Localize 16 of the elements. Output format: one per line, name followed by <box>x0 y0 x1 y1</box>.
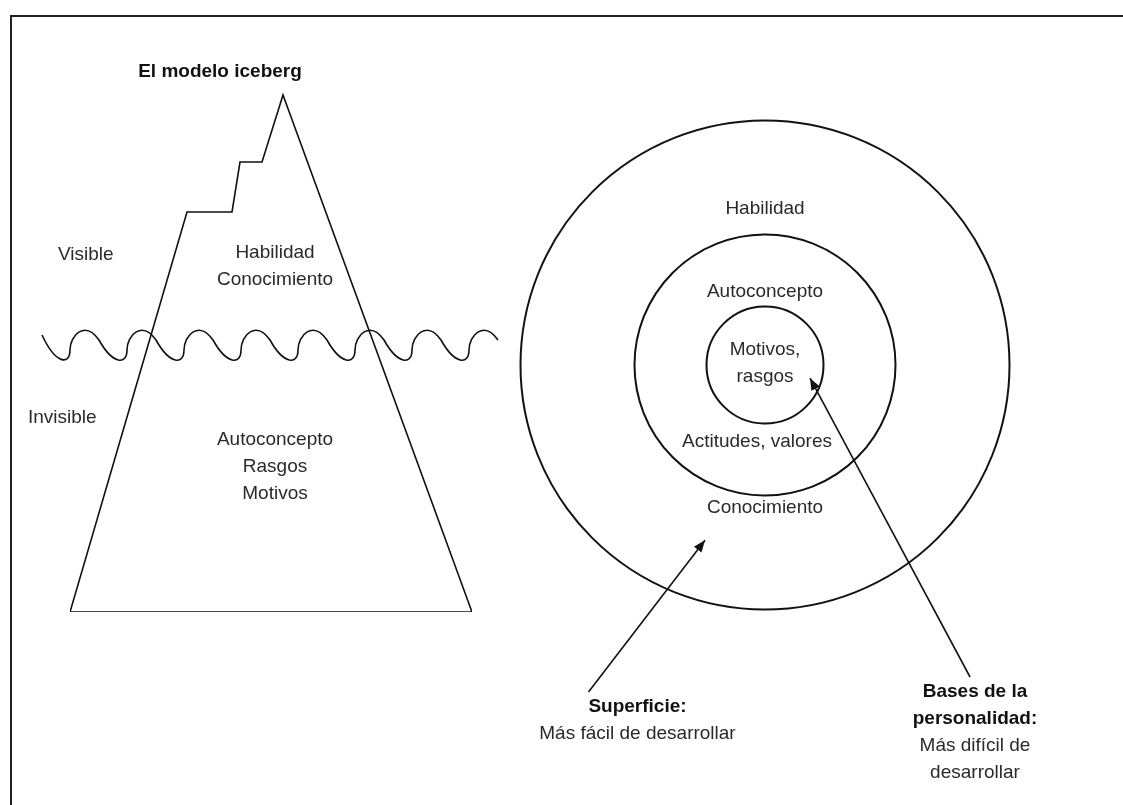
callout-heading: Bases de la personalidad: <box>911 679 1039 730</box>
iceberg-heading: El modelo iceberg <box>137 59 303 83</box>
ring-text: Habilidad <box>724 196 806 220</box>
side-label: Visible <box>58 242 114 266</box>
callout-text: Más fácil de desarrollar <box>538 721 737 745</box>
arrow <box>587 539 706 693</box>
arrow <box>809 377 971 678</box>
core-text: Motivos, rasgos <box>728 337 802 388</box>
iceberg-invisible-text: Autoconcepto Rasgos Motivos <box>215 427 335 505</box>
iceberg-visible-text: Habilidad Conocimiento <box>215 240 335 291</box>
ring-text: Actitudes, valores <box>681 429 833 453</box>
callout-heading: Superficie: <box>587 694 688 718</box>
side-label: Invisible <box>28 405 97 429</box>
callout-text: Más difícil de desarrollar <box>918 733 1032 784</box>
ring-text: Autoconcepto <box>705 279 825 303</box>
ring-text: Conocimiento <box>705 495 825 519</box>
